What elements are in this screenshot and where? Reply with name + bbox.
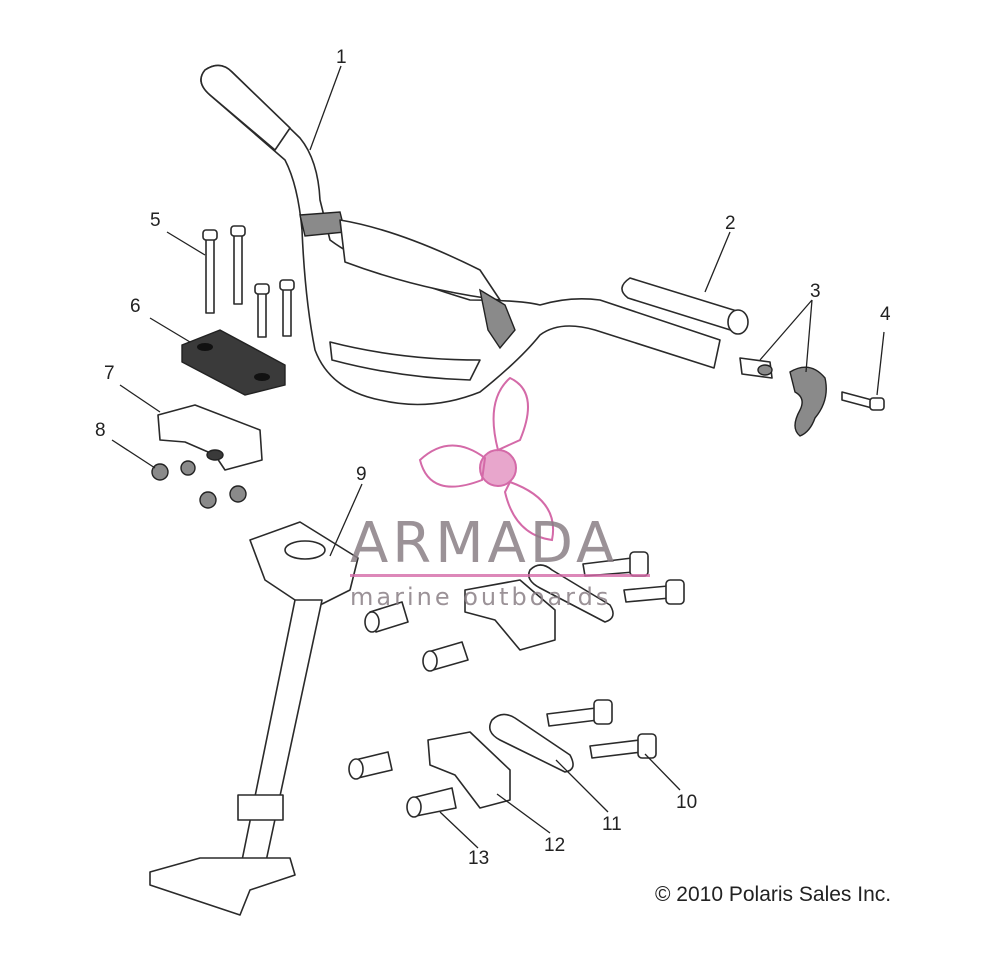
callout-3: 3 [810,281,821,302]
steering-post [149,521,359,916]
callout-10: 10 [676,792,697,813]
bolts [202,225,295,338]
upper-clamp [181,329,286,396]
callout-1: 1 [336,47,347,68]
callout-4: 4 [880,304,891,325]
callout-9: 9 [356,464,367,485]
nuts [151,460,247,509]
callout-11: 11 [602,814,622,835]
screw-long [841,391,885,411]
lower-clamp [157,404,263,471]
callout-5: 5 [150,210,161,231]
watermark-tagline: marine outboards [350,583,611,611]
grip [621,277,749,335]
watermark-rule [350,574,650,577]
link-plates [489,564,614,773]
watermark-brand: ARMADA [350,511,618,576]
copyright-notice: © 2010 Polaris Sales Inc. [655,883,891,906]
callout-2: 2 [725,213,736,234]
leader-lines [111,65,885,849]
pivot-blocks [427,579,556,809]
watermark-logo [418,376,555,542]
pivot-bolts [546,551,685,759]
spacers [348,601,469,818]
callout-13: 13 [468,848,489,869]
callout-12: 12 [544,835,565,856]
throttle-lever [739,357,827,437]
callout-8: 8 [95,420,106,441]
callout-6: 6 [130,296,141,317]
callout-7: 7 [104,363,115,384]
handlebar [200,64,721,406]
